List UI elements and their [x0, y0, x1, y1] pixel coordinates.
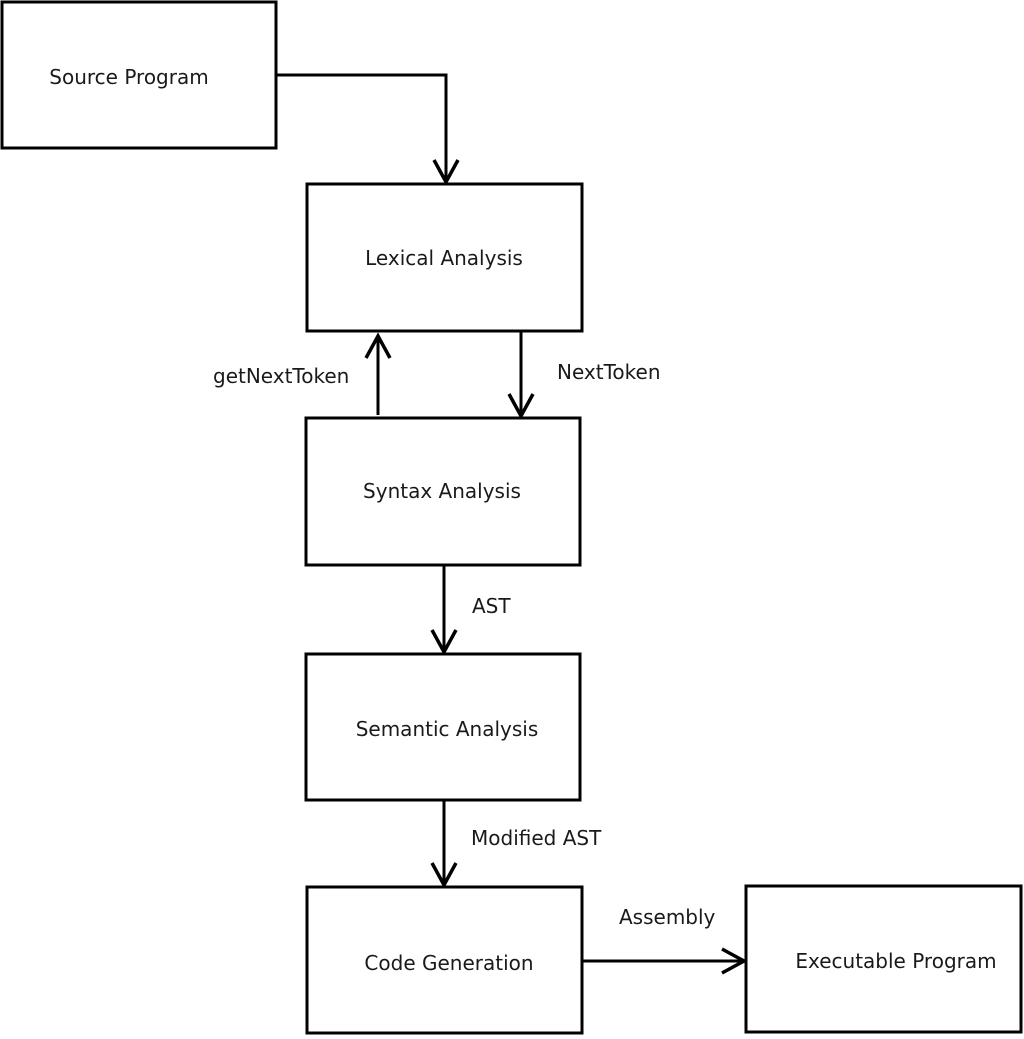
- edge-next-token: NextToken: [507, 331, 661, 420]
- edge-assembly: Assembly: [582, 905, 748, 975]
- node-code-generation-label: Code Generation: [364, 951, 533, 975]
- node-lexical-analysis-label: Lexical Analysis: [365, 246, 523, 270]
- edge-next-token-arrowhead: [507, 393, 535, 420]
- node-syntax-analysis: Syntax Analysis: [304, 416, 582, 567]
- edge-assembly-arrowhead: [721, 947, 748, 975]
- node-source-program-label: Source Program: [49, 65, 208, 89]
- node-semantic-analysis: Semantic Analysis: [304, 652, 582, 802]
- edge-ast-label: AST: [472, 594, 511, 618]
- node-source-program: Source Program: [0, 0, 278, 150]
- edge-next-token-label: NextToken: [557, 360, 661, 384]
- edge-assembly-label: Assembly: [619, 905, 716, 929]
- edge-source-to-lexical: [276, 73, 460, 186]
- edge-source-to-lexical-arrowhead: [432, 159, 460, 186]
- node-lexical-analysis: Lexical Analysis: [305, 182, 584, 333]
- node-syntax-analysis-label: Syntax Analysis: [363, 479, 521, 503]
- edge-modified-ast-arrowhead: [430, 862, 458, 889]
- edge-modified-ast: Modified AST: [430, 800, 602, 889]
- node-executable-program-label: Executable Program: [795, 949, 996, 973]
- node-executable-program: Executable Program: [744, 884, 1023, 1034]
- edge-get-next-token-label: getNextToken: [213, 364, 349, 388]
- node-code-generation: Code Generation: [305, 885, 584, 1035]
- edge-get-next-token-arrowhead: [364, 332, 392, 359]
- edge-get-next-token: getNextToken: [213, 332, 392, 415]
- edge-modified-ast-label: Modified AST: [471, 826, 602, 850]
- edge-ast: AST: [430, 565, 511, 656]
- edge-ast-arrowhead: [430, 629, 458, 656]
- node-semantic-analysis-label: Semantic Analysis: [356, 717, 539, 741]
